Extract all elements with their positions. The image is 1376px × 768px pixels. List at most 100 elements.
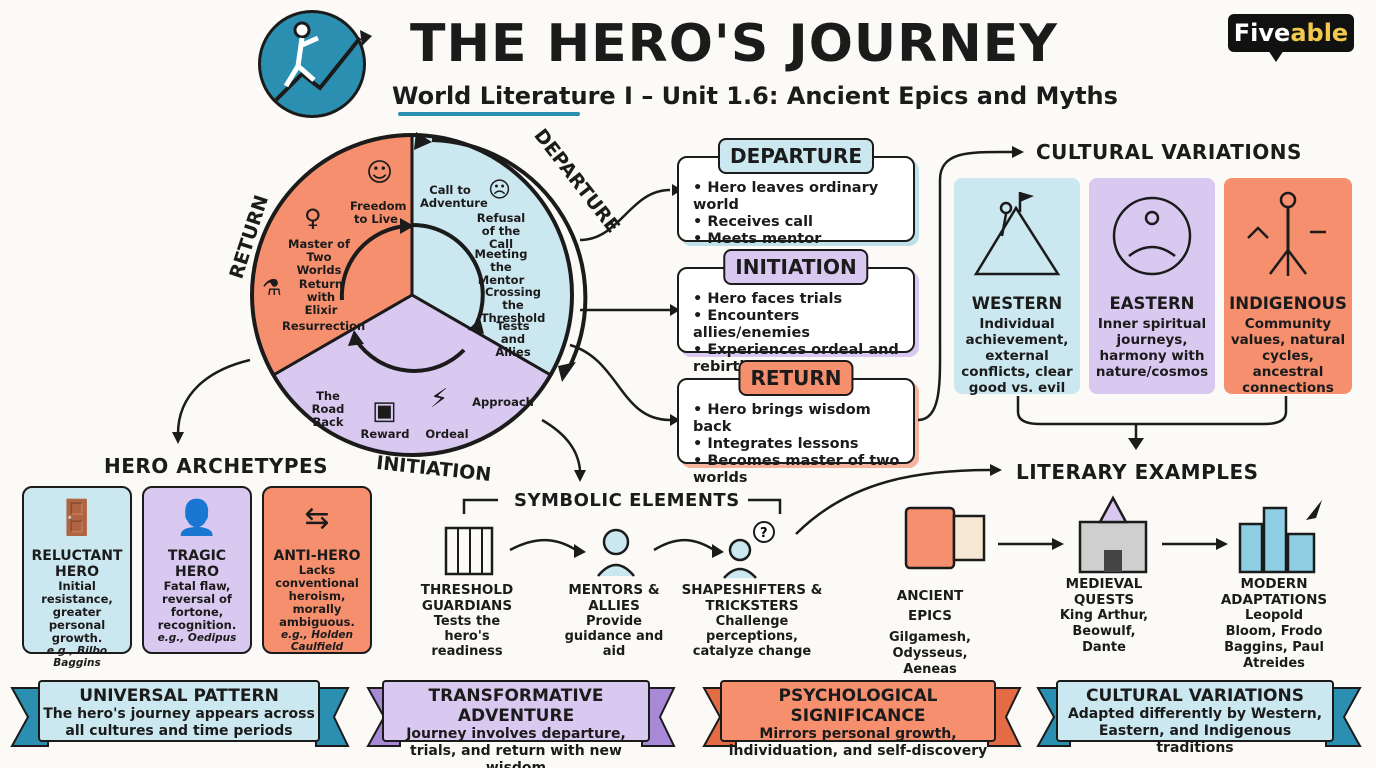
- stage-freedom: Freedom to Live: [350, 199, 407, 226]
- symbolic-item-text: Tests the hero's readiness: [431, 614, 503, 659]
- stage-elixir: Return with Elixir: [298, 277, 344, 317]
- banner-title: CULTURAL VARIATIONS: [1086, 686, 1304, 706]
- symbolic-item-title: MENTORS & ALLIES: [568, 582, 660, 614]
- wheel-connectors: [569, 184, 682, 426]
- literary-connector: [795, 464, 1002, 535]
- freedom-icon: ☺: [366, 158, 394, 188]
- literary-heading: LITERARY EXAMPLES: [1016, 460, 1259, 484]
- reward-chest-icon: ▣: [372, 396, 397, 426]
- stage-ordeal: Ordeal: [425, 427, 469, 441]
- elixir-icon: ⚗: [262, 276, 282, 301]
- brand-b: able: [1290, 19, 1349, 47]
- initiation-item: Encounters allies/enemies: [693, 308, 913, 342]
- phase-return-title: RETURN: [738, 360, 854, 396]
- symbolic-item: MENTORS & ALLIES Provide guidance and ai…: [556, 582, 672, 659]
- reluctant-example: e.g., Bilbo Baggins: [46, 645, 108, 669]
- stage-mentor: Meeting the Mentor: [474, 247, 528, 287]
- return-item: Becomes master of two worlds: [693, 453, 913, 487]
- page-title: THE HERO'S JOURNEY: [410, 14, 1058, 74]
- phase-initiation-title: INITIATION: [723, 249, 869, 285]
- banner-cultural: CULTURAL VARIATIONS Adapted differently …: [1056, 680, 1334, 756]
- master-icon: ♀: [304, 204, 322, 232]
- stage-tests: Tests and Allies: [495, 319, 531, 359]
- departure-item: Meets mentor: [693, 231, 913, 248]
- archetype-tragic: 👤 TRAGIC HERO Fatal flaw, reversal of fo…: [142, 486, 252, 654]
- mountain-climber-icon: [973, 192, 1061, 276]
- phase-departure-title: DEPARTURE: [717, 138, 875, 174]
- archetype-anti-hero: ⇆ ANTI-HERO Lacks conventional heroism, …: [262, 486, 372, 654]
- cultural-heading: CULTURAL VARIATIONS: [1036, 140, 1302, 164]
- reluctant-door-icon: 🚪: [55, 498, 99, 538]
- banner-text: Adapted differently by Western, Eastern,…: [1067, 706, 1323, 756]
- symbolic-icons: ?: [444, 521, 775, 579]
- ancient-tablet-icon: [904, 506, 956, 570]
- stage-threshold: Crossing the Threshold: [480, 285, 546, 325]
- indigenous-title: INDIGENOUS: [1229, 294, 1347, 313]
- ordeal-storm-icon: ⚡: [430, 384, 449, 414]
- trickster-icon: [728, 538, 752, 562]
- archetype-reluctant: 🚪 RELUCTANT HERO Initial resistance, gre…: [22, 486, 132, 669]
- literary-item-text: King Arthur, Beowulf, Dante: [1059, 608, 1149, 655]
- stage-reward: Reward: [360, 427, 410, 441]
- scroll-icon: [952, 514, 986, 562]
- initiation-item: Hero faces trials: [693, 291, 913, 308]
- symbolic-item-title: SHAPESHIFTERS & TRICKSTERS: [681, 582, 823, 614]
- stage-call: Call to Adventure: [420, 183, 488, 210]
- literary-icons: [904, 495, 1322, 574]
- anti-hero-walking-icon: ⇆: [304, 500, 330, 536]
- symbolic-bracket: [462, 498, 782, 514]
- western-text: Individual achievement, external conflic…: [961, 316, 1073, 396]
- cultural-card-western: WESTERN Individual achievement, external…: [954, 178, 1080, 396]
- departure-item: Receives call: [693, 214, 913, 231]
- stage-resurrection: Resurrection: [282, 319, 366, 333]
- symbolic-connector: [541, 418, 586, 482]
- mentor-icon: [602, 528, 630, 556]
- banner-psychological: PSYCHOLOGICAL SIGNIFICANCE Mirrors perso…: [720, 680, 996, 759]
- banner-text: The hero's journey appears across all cu…: [43, 706, 315, 739]
- anti-hero-title: ANTI-HERO: [273, 548, 361, 564]
- cultural-connector: [917, 146, 1024, 422]
- tragic-figure-icon: 👤: [175, 498, 219, 538]
- meditation-icon: [1112, 196, 1192, 276]
- symbolic-item-title: THRESHOLD GUARDIANS: [420, 582, 514, 614]
- anti-hero-example: e.g., Holden Caulfield: [281, 629, 353, 653]
- city-icon: [1238, 522, 1264, 574]
- indigenous-text: Community values, natural cycles, ancest…: [1230, 316, 1346, 396]
- banner-text: Journey involves departure, trials, and …: [406, 726, 626, 768]
- symbolic-item-text: Challenge perceptions, catalyze change: [692, 614, 812, 659]
- rocket-icon: [1306, 500, 1322, 520]
- climbing-hero-icon: [274, 21, 372, 102]
- reluctant-title: RELUCTANT HERO: [31, 548, 123, 580]
- symbolic-item-text: Provide guidance and aid: [564, 614, 664, 659]
- symbolic-item: THRESHOLD GUARDIANS Tests the hero's rea…: [412, 582, 522, 659]
- literary-item-text: Leopold Bloom, Frodo Baggins, Paul Atrei…: [1224, 608, 1324, 671]
- literary-item: ANCIENT EPICS Gilgamesh, Odysseus, Aenea…: [880, 586, 980, 678]
- literary-item: MEDIEVAL QUESTS King Arthur, Beowulf, Da…: [1054, 576, 1154, 656]
- cultural-card-indigenous: INDIGENOUS Community values, natural cyc…: [1224, 178, 1352, 396]
- phase-initiation: INITIATION Hero faces trials Encounters …: [677, 249, 915, 375]
- literary-item-text: Gilgamesh, Odysseus, Aeneas: [889, 630, 971, 677]
- reluctant-text: Initial resistance, greater personal gro…: [41, 579, 113, 645]
- stage-road-back: The Road Back: [311, 389, 345, 429]
- western-title: WESTERN: [971, 294, 1063, 313]
- banner-title: UNIVERSAL PATTERN: [79, 686, 279, 706]
- refusal-icon: ☹: [488, 178, 511, 203]
- stage-refusal: Refusal of the Call: [476, 211, 526, 251]
- ancestral-tree-icon: [1247, 191, 1326, 276]
- phase-return: RETURN Hero brings wisdom back Integrate…: [677, 360, 915, 486]
- anti-hero-text: Lacks conventional heroism, morally ambi…: [275, 563, 359, 629]
- tragic-title: TRAGIC HERO: [167, 548, 227, 580]
- brand-tail: [1268, 50, 1284, 62]
- archetype-connector: [172, 358, 251, 444]
- departure-item: Hero leaves ordinary world: [693, 180, 913, 214]
- svg-text:?: ?: [760, 526, 768, 541]
- literary-bracket: [1016, 396, 1288, 450]
- tragic-example: e.g., Oedipus: [157, 632, 237, 644]
- literary-item-title: MODERN ADAPTATIONS: [1220, 576, 1328, 608]
- brand-a: Five: [1233, 19, 1291, 47]
- archetypes-heading: HERO ARCHETYPES: [104, 454, 329, 478]
- eastern-title: EASTERN: [1109, 294, 1195, 313]
- banner-universal: UNIVERSAL PATTERN The hero's journey app…: [38, 680, 320, 742]
- eastern-text: Inner spiritual journeys, harmony with n…: [1095, 316, 1209, 380]
